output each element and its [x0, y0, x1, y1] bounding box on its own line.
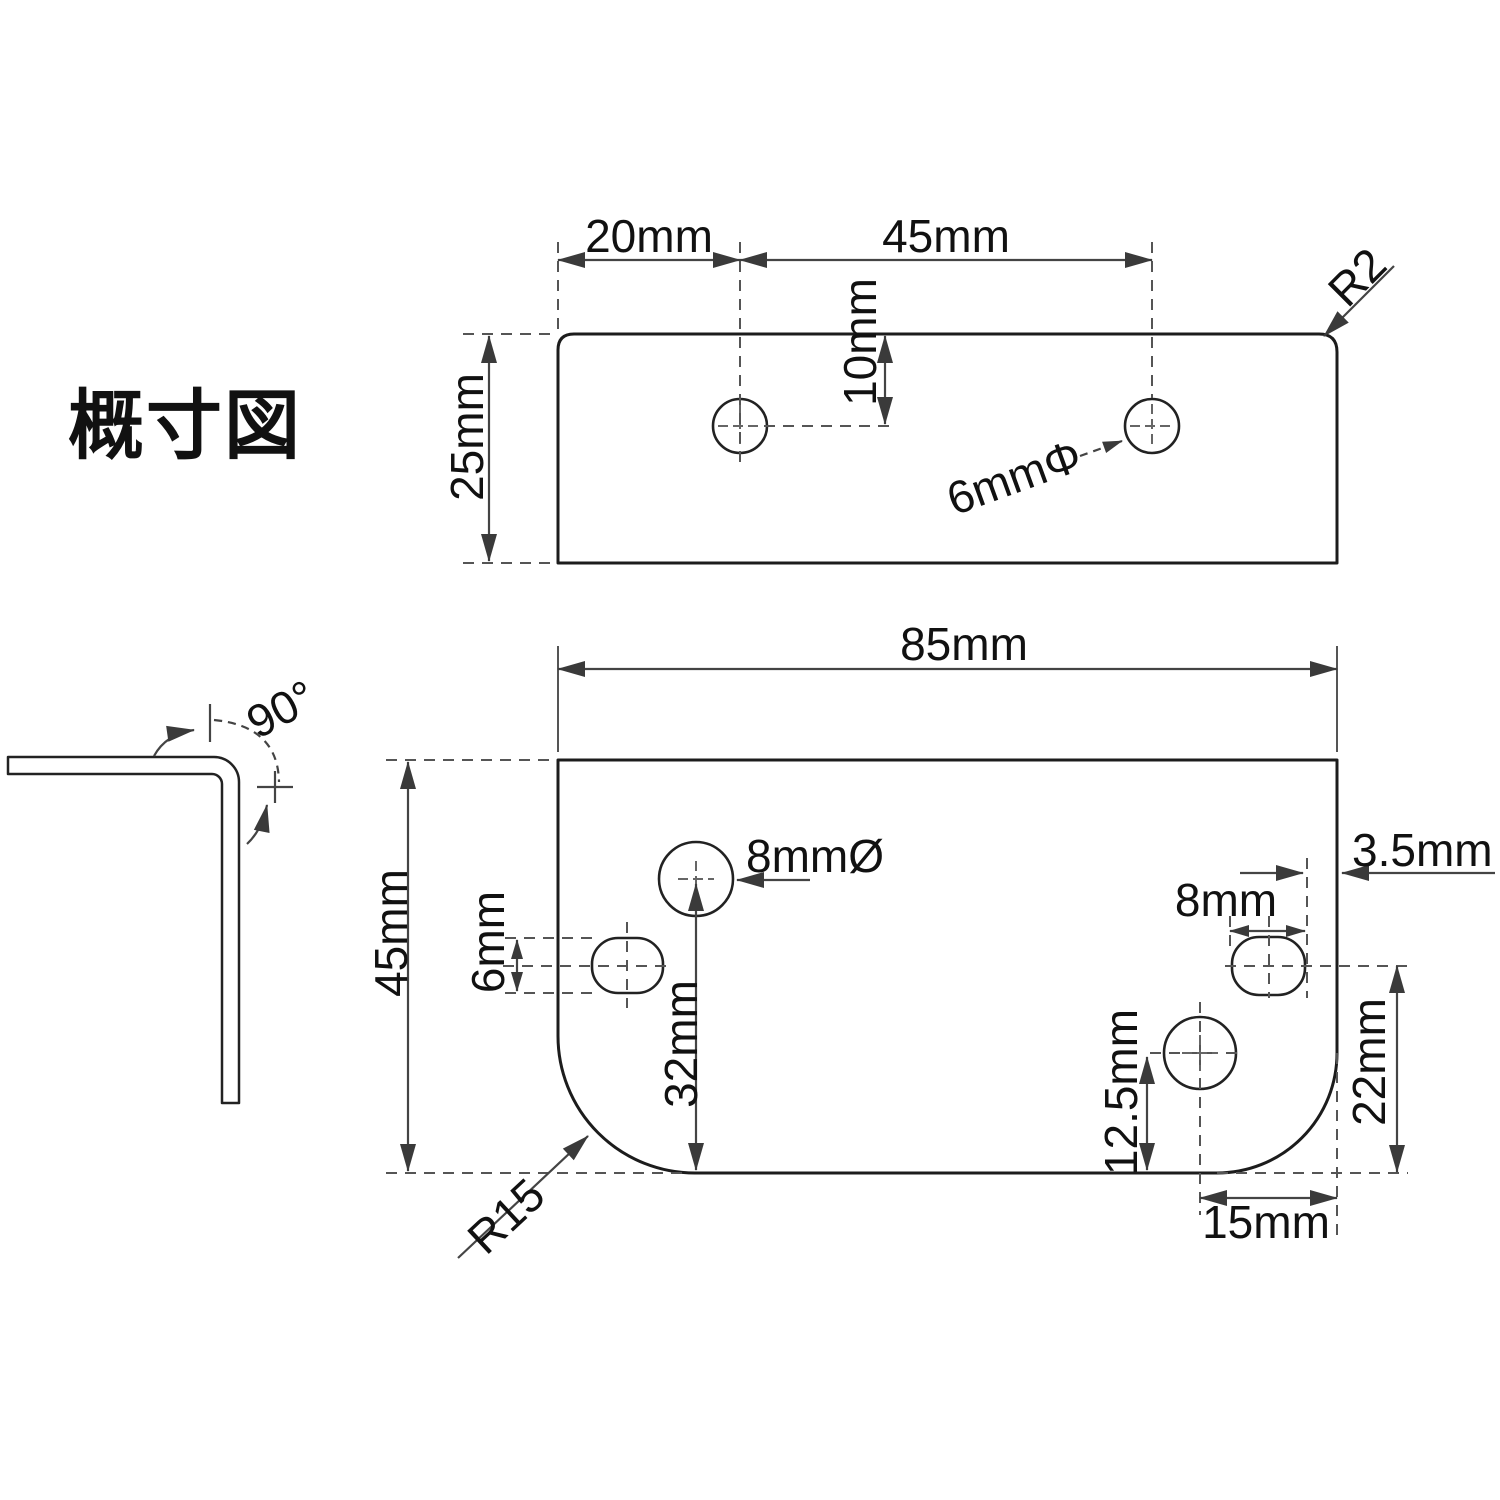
front-view: 85mm 45mm 8mmØ 6mm 32mm 8mm 3.5mm 22mm 1… [365, 618, 1495, 1264]
label-45mm: 45mm [365, 869, 417, 997]
leader-r2 [1323, 265, 1395, 337]
top-plate-outline [556, 332, 1339, 565]
label-25mm: 25mm [441, 373, 493, 501]
label-r15: R15 [457, 1168, 554, 1264]
label-8mm-slot: 8mm [1175, 874, 1277, 926]
label-85mm: 85mm [900, 618, 1028, 670]
leader-r15 [457, 1135, 589, 1259]
label-32mm: 32mm [655, 980, 707, 1108]
label-3-5mm: 3.5mm [1352, 824, 1493, 876]
side-profile-outline [6, 755, 241, 1105]
label-r2: R2 [1318, 238, 1396, 316]
label-15mm: 15mm [1202, 1196, 1330, 1248]
angle-arrow-upper [153, 725, 195, 757]
leader-6mm-hole [1079, 439, 1123, 458]
top-hole-right [1123, 397, 1181, 455]
side-view: 90° [6, 670, 324, 1105]
label-22mm: 22mm [1343, 998, 1395, 1126]
label-45mm: 45mm [882, 210, 1010, 262]
label-12-5mm: 12.5mm [1095, 1009, 1147, 1175]
top-view: 20mm 45mm 10mm 25mm R2 6mmΦ [441, 210, 1396, 565]
front-plate-outline [556, 758, 1339, 1175]
label-20mm: 20mm [585, 210, 713, 262]
angle-center-cross [257, 771, 293, 803]
angle-arrow-lower [246, 804, 270, 845]
page-title: 概寸図 [68, 384, 302, 469]
label-10mm: 10mm [834, 278, 886, 406]
angle-dashed-arc [213, 718, 281, 783]
top-hole-right-centermark [1130, 404, 1174, 448]
label-90deg: 90° [238, 670, 324, 749]
label-8mm-hole: 8mmØ [746, 830, 884, 882]
label-6mm: 6mm [462, 891, 514, 993]
front-hole-lower-right-centermark [1182, 1035, 1218, 1071]
